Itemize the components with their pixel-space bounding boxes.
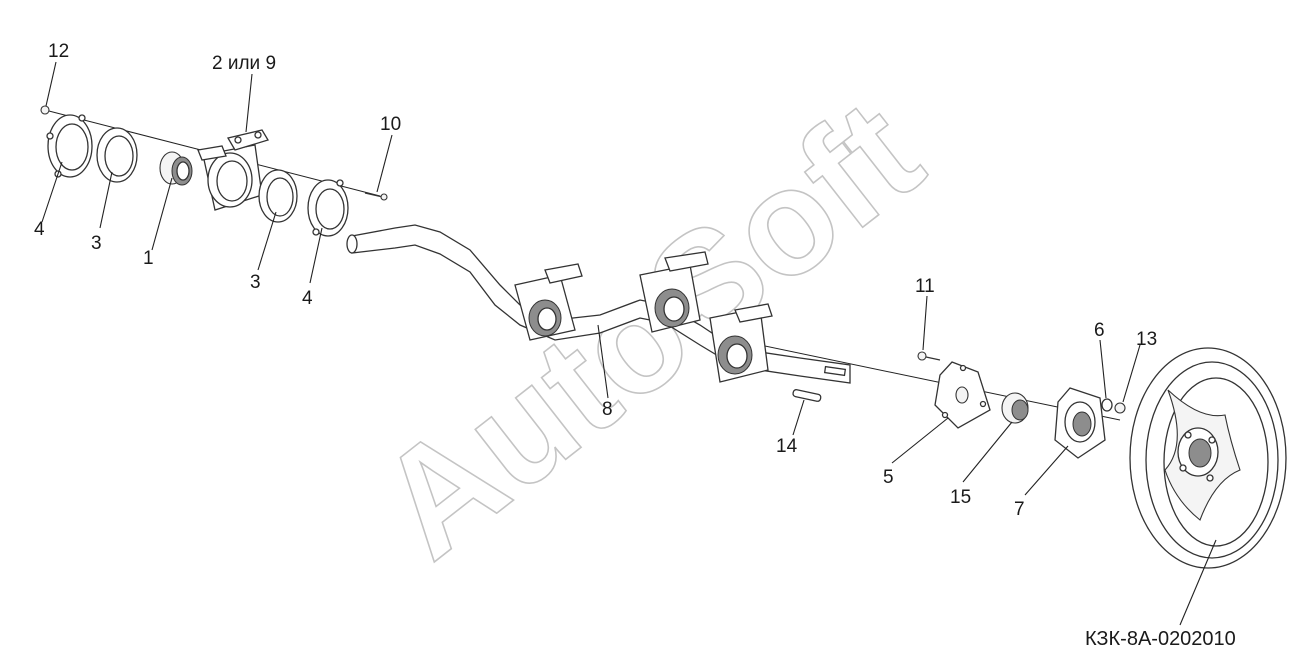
part-2or9-housing: [197, 129, 269, 211]
callout-4-left: 4: [34, 219, 45, 240]
part-13-nut: [1114, 402, 1126, 414]
part-15-seal: [1001, 392, 1029, 424]
part-7-flange: [1054, 387, 1106, 459]
drawing-code: КЗК-8А-0202010: [1085, 628, 1236, 650]
svg-text:AutoSoft: AutoSoft: [348, 67, 950, 589]
shaft-bearing-1: [514, 263, 583, 341]
right-components: [792, 347, 1287, 569]
callout-1: 1: [143, 248, 154, 269]
callout-5: 5: [883, 467, 894, 488]
callout-8: 8: [602, 399, 613, 420]
callout-11: 11: [915, 276, 935, 297]
shaft-bearing-3: [709, 303, 773, 383]
part-4-gasket-left: [46, 114, 93, 178]
left-components: [40, 105, 388, 237]
callout-4-right: 4: [302, 288, 313, 309]
callout-15: 15: [950, 487, 971, 508]
callout-14: 14: [776, 436, 798, 457]
watermark: AutoSoft: [347, 67, 951, 591]
part-12-nut: [40, 105, 50, 115]
part-6-washer: [1101, 398, 1113, 412]
part-11-bolt: [917, 351, 941, 361]
callout-7: 7: [1014, 499, 1025, 520]
pulley: [1129, 347, 1287, 569]
callout-6: 6: [1094, 320, 1105, 341]
part-8-shaft: [346, 224, 851, 384]
shaft-bearing-2: [639, 251, 709, 333]
callout-10: 10: [380, 114, 401, 135]
part-3-gasket-left: [96, 127, 138, 183]
callout-13: 13: [1136, 329, 1157, 350]
callout-3-right: 3: [250, 272, 261, 293]
part-10-bolt: [364, 192, 388, 201]
callout-12: 12: [48, 41, 69, 62]
callout-labels: 12 2 или 9 10 4 3 1 3 4 8 11 6 13 14 5 1…: [34, 41, 1157, 520]
callout-3-left: 3: [91, 233, 102, 254]
part-3-gasket-right: [258, 169, 298, 223]
leader-lines: [41, 61, 1217, 626]
part-14-key: [792, 389, 822, 402]
callout-2or9: 2 или 9: [212, 53, 276, 74]
part-4-gasket-right: [307, 179, 349, 237]
part-1-bearing: [159, 151, 193, 186]
part-5-cover: [934, 361, 991, 429]
